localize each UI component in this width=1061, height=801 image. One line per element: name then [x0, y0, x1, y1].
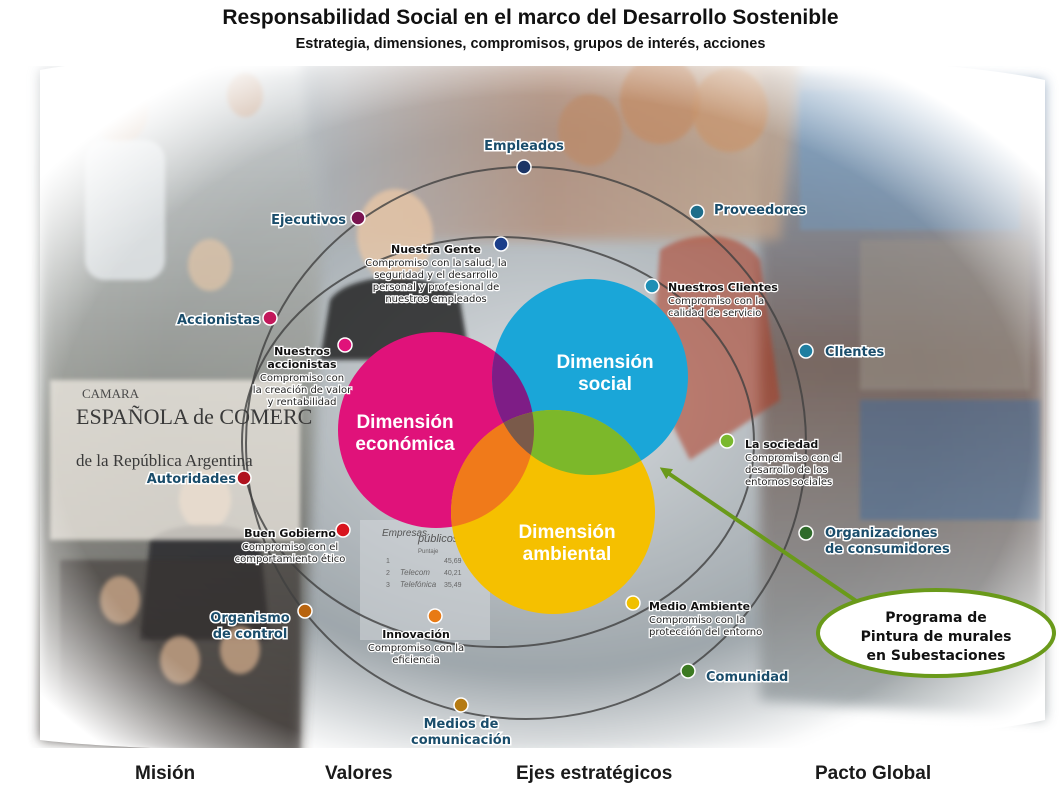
dot-commitment-sociedad [719, 433, 735, 449]
footer-mision: Misión [135, 763, 196, 784]
commitment-ambiente-desc: protección del entorno [649, 626, 762, 638]
dot-commitment-ambiente [625, 595, 641, 611]
dot-proveedores [689, 204, 705, 220]
dot-ejecutivos [350, 210, 366, 226]
group-autoridades-label: Autoridades [147, 472, 237, 487]
dot-commitment-innovacion [427, 608, 443, 624]
camara-line-2: ESPAÑOLA de COMERC [76, 404, 312, 429]
overlap-economica-ambiental [451, 410, 534, 528]
callout-line-3: en Subestaciones [867, 648, 1006, 664]
group-empleados-label: Empleados [484, 139, 564, 154]
commitment-sociedad-desc: Compromiso con el [745, 453, 841, 464]
table-row-name: Telefónica [400, 580, 437, 589]
dimension-economica-line-1: Dimensión [356, 412, 453, 433]
group-organismo-label: Organismo [210, 611, 290, 626]
group-organismo-label: de control [213, 627, 288, 642]
table-row-rank: 2 [386, 570, 390, 577]
callout-line-2: Pintura de murales [861, 629, 1012, 645]
dot-consumidores [798, 525, 814, 541]
group-medios-label: comunicación [411, 733, 511, 748]
camara-line-1: CAMARA [82, 386, 140, 401]
dot-autoridades [236, 470, 252, 486]
group-proveedores-label: Proveedores [714, 203, 806, 218]
callout-arrow [659, 467, 870, 611]
dot-commitment-clientes [644, 278, 660, 294]
commitment-innovacion-desc: Compromiso con la [368, 643, 464, 654]
venn-circles: DimensiónsocialDimensióneconómicaDimensi… [338, 279, 688, 614]
dimension-ambiental-line-2: ambiental [523, 544, 612, 565]
commitment-ambiente-desc: Compromiso con la [649, 615, 745, 626]
dimension-social-line-1: Dimensión [556, 352, 653, 373]
commitment-clientes-title: Nuestros Clientes [668, 281, 778, 294]
dot-commitment-gobierno [335, 522, 351, 538]
commitment-gente-desc: personal y profesional de [373, 282, 500, 293]
group-consumidores-label: Organizaciones [825, 526, 938, 541]
commitment-accionistas-title: accionistas [267, 358, 337, 371]
dot-commitment-gente [493, 236, 509, 252]
dot-clientes [798, 343, 814, 359]
group-accionistas-label: Accionistas [177, 313, 260, 328]
page-subtitle: Estrategia, dimensiones, compromisos, gr… [295, 36, 766, 52]
table-heading-1: Empresas [382, 528, 427, 539]
page-title: Responsabilidad Social en el marco del D… [222, 6, 839, 29]
commitment-gente-desc: nuestros empleados [385, 294, 486, 305]
dimension-economica-line-2: económica [355, 434, 455, 455]
callout: Programa de Pintura de murales en Subest… [659, 467, 1056, 678]
commitment-innovacion-title: Innovación [382, 628, 450, 641]
commitment-clientes-desc: Compromiso con la [668, 296, 764, 307]
table-row-score: 35,49 [444, 582, 462, 589]
commitment-accionistas-desc: y rentabilidad [267, 397, 336, 408]
group-ejecutivos-label: Ejecutivos [271, 213, 346, 228]
callout-ellipse [816, 588, 1056, 678]
commitment-gobierno-title: Buen Gobierno [244, 527, 336, 540]
outer-stakeholders: EmpleadosProveedoresClientesOrganizacion… [145, 138, 951, 750]
dot-medios [453, 697, 469, 713]
camara-line-3: de la República Argentina [76, 451, 253, 470]
commitment-innovacion-desc: eficiencia [392, 655, 440, 666]
commitment-gente-desc: seguridad y el desarrollo [374, 270, 498, 281]
commitment-sociedad-title: La sociedad [745, 438, 818, 451]
dot-comunidad [680, 663, 696, 679]
commitment-accionistas-desc: Compromiso con [260, 373, 344, 384]
commitment-gente-desc: Compromiso con la salud, la [365, 258, 507, 269]
callout-line-1: Programa de [885, 610, 987, 626]
commitment-sociedad-desc: entornos sociales [745, 477, 832, 488]
commitment-clientes-desc: calidad de servicio [668, 308, 761, 319]
group-comunidad-label: Comunidad [706, 670, 788, 685]
group-medios-label: Medios de [424, 717, 499, 732]
footer-valores: Valores [325, 763, 393, 784]
commitment-gente-title: Nuestra Gente [391, 243, 481, 256]
table-row-score: 45,69 [444, 558, 462, 565]
commitment-gobierno-desc: comportamiento ético [235, 553, 346, 565]
dot-organismo [297, 603, 313, 619]
table-col: Puntaje [418, 549, 439, 555]
group-clientes-label: Clientes [825, 345, 885, 360]
ranking-table: Empresas públicos Puntaje 1 45,69 2 Telecom… [382, 528, 462, 589]
footer-pacto: Pacto Global [815, 763, 932, 784]
commitment-accionistas-desc: la creación de valor [253, 384, 352, 396]
dimension-ambiental-line-1: Dimensión [518, 522, 615, 543]
group-consumidores-label: de consumidores [825, 542, 950, 557]
table-row-score: 40,21 [444, 570, 462, 577]
dimension-social-line-2: social [578, 374, 632, 395]
table-heading-2: públicos [417, 533, 459, 545]
dot-commitment-accionistas [337, 337, 353, 353]
commitment-ambiente-title: Medio Ambiente [649, 600, 750, 613]
camara-sign: CAMARA ESPAÑOLA de COMERC de la Repúblic… [76, 386, 312, 470]
footer-ejes: Ejes estratégicos [516, 763, 673, 784]
dot-empleados [516, 159, 532, 175]
commitment-sociedad-desc: desarrollo de los [745, 465, 827, 476]
dot-accionistas [262, 310, 278, 326]
table-row-rank: 1 [386, 558, 390, 565]
commitment-accionistas-title: Nuestros [274, 345, 330, 358]
table-row-name: Telecom [400, 568, 430, 577]
commitment-gobierno-desc: Compromiso con el [242, 542, 338, 553]
table-row-rank: 3 [386, 582, 390, 589]
